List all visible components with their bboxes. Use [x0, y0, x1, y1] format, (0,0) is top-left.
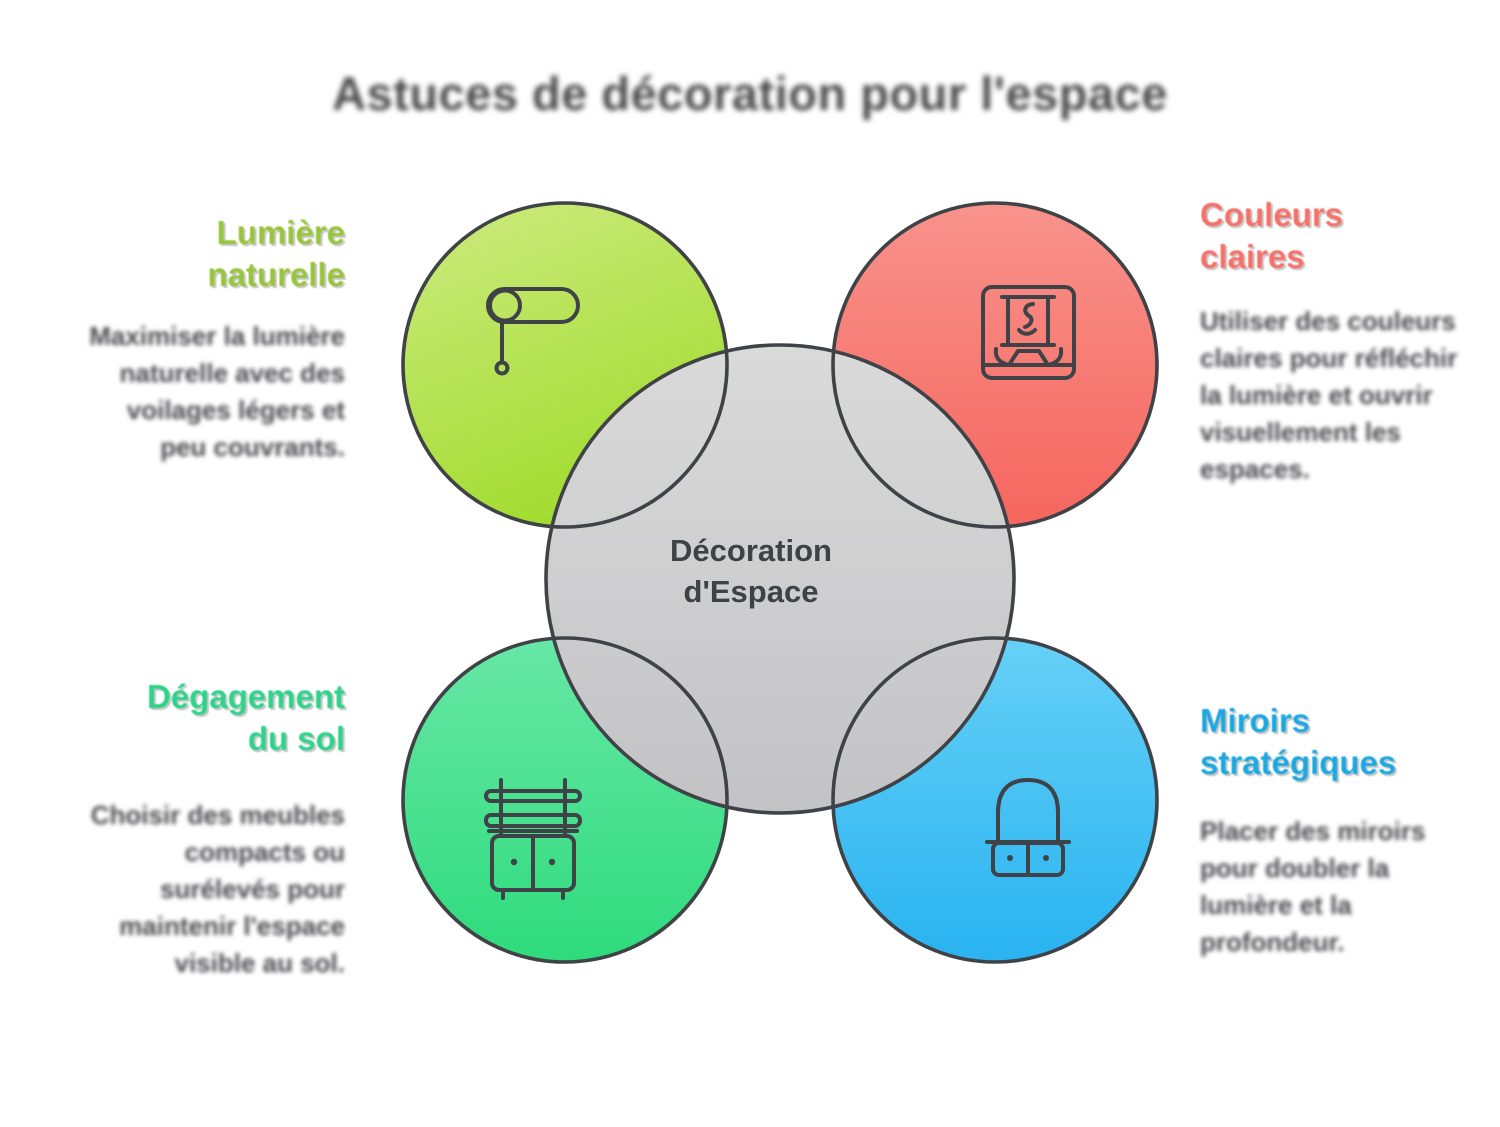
framed-art-icon — [981, 285, 1076, 380]
circle-outlines — [401, 201, 1159, 964]
center-circle-label: Décoration d'Espace — [670, 533, 832, 609]
section-body-degagement-du-sol: Choisir des meubles compacts ou surélevé… — [90, 800, 345, 978]
center-circle — [546, 345, 1014, 813]
roller-blind-icon — [486, 287, 580, 376]
section-heading-miroirs-strategiques: Miroirs stratégiques — [1200, 702, 1397, 781]
section-heading-degagement-du-sol: Dégagement du sol — [146, 678, 345, 757]
section-miroirs-strategiques: Miroirs stratégiques Placer des miroirs … — [1200, 700, 1490, 961]
section-body-miroirs-strategiques: Placer des miroirs pour doubler la lumiè… — [1200, 816, 1426, 957]
page-title: Astuces de décoration pour l'espace — [332, 67, 1168, 120]
sideboard-icon — [484, 778, 582, 900]
section-body-couleurs-claires: Utiliser des couleurs claires pour réflé… — [1200, 306, 1458, 484]
section-degagement-du-sol: Dégagement du sol Choisir des meubles co… — [58, 676, 345, 982]
section-body-lumiere-naturelle: Maximiser la lumière naturelle avec des … — [89, 321, 345, 462]
section-lumiere-naturelle: Lumière naturelle Maximiser la lumière n… — [58, 212, 345, 466]
section-heading-couleurs-claires: Couleurs claires — [1200, 196, 1344, 275]
section-heading-lumiere-naturelle: Lumière naturelle — [207, 214, 345, 293]
section-couleurs-claires: Couleurs claires Utiliser des couleurs c… — [1200, 194, 1490, 488]
vanity-mirror-icon — [985, 778, 1071, 877]
